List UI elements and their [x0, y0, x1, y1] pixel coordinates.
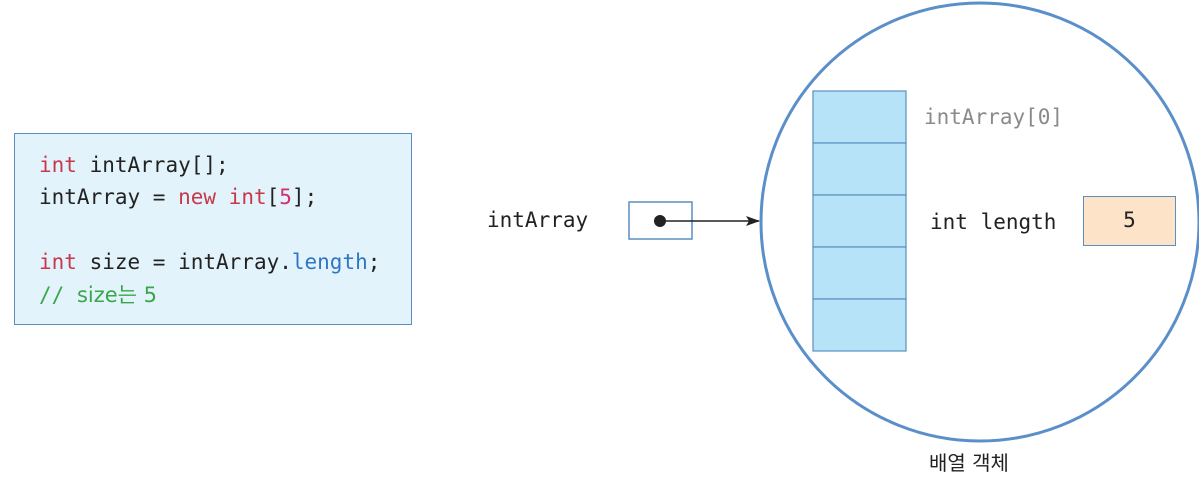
code-box: int intArray[]; intArray = new int[5]; i…: [14, 133, 412, 325]
array-cells: [812, 90, 907, 352]
code-line-allocate: intArray = new int[5];: [39, 185, 317, 209]
array-object-circle: [759, 1, 1199, 443]
keyword-new: new: [178, 185, 217, 209]
code-bracket-close: ];: [291, 185, 318, 209]
array-cell-0: [812, 90, 907, 144]
array-cell-4: [812, 298, 907, 352]
array-object-caption: 배열 객체: [929, 451, 1009, 475]
code-text: size = intArray.: [76, 250, 292, 274]
code-bracket-open: [: [266, 185, 280, 209]
keyword-int: int: [39, 153, 77, 177]
code-semicolon: ;: [367, 250, 381, 274]
comment-marker: //: [39, 283, 77, 307]
length-property: length: [291, 250, 368, 274]
reference-variable-label: intArray: [487, 208, 589, 232]
index-zero-label: intArray[0]: [924, 105, 1064, 129]
code-line-declare: int intArray[];: [39, 153, 229, 177]
array-size-literal: 5: [279, 185, 292, 209]
code-text: intArray =: [39, 185, 179, 209]
code-text: intArray[];: [76, 153, 229, 177]
array-cell-2: [812, 194, 907, 248]
code-line-comment: // size는 5: [39, 283, 157, 307]
array-cell-3: [812, 246, 907, 300]
array-cell-1: [812, 142, 907, 196]
length-value-box: 5: [1083, 196, 1176, 246]
length-field-label: int length: [930, 210, 1057, 234]
keyword-int: int: [228, 185, 267, 209]
code-line-length: int size = intArray.length;: [39, 250, 380, 274]
comment-text: size는 5: [76, 283, 158, 307]
keyword-int: int: [39, 250, 77, 274]
